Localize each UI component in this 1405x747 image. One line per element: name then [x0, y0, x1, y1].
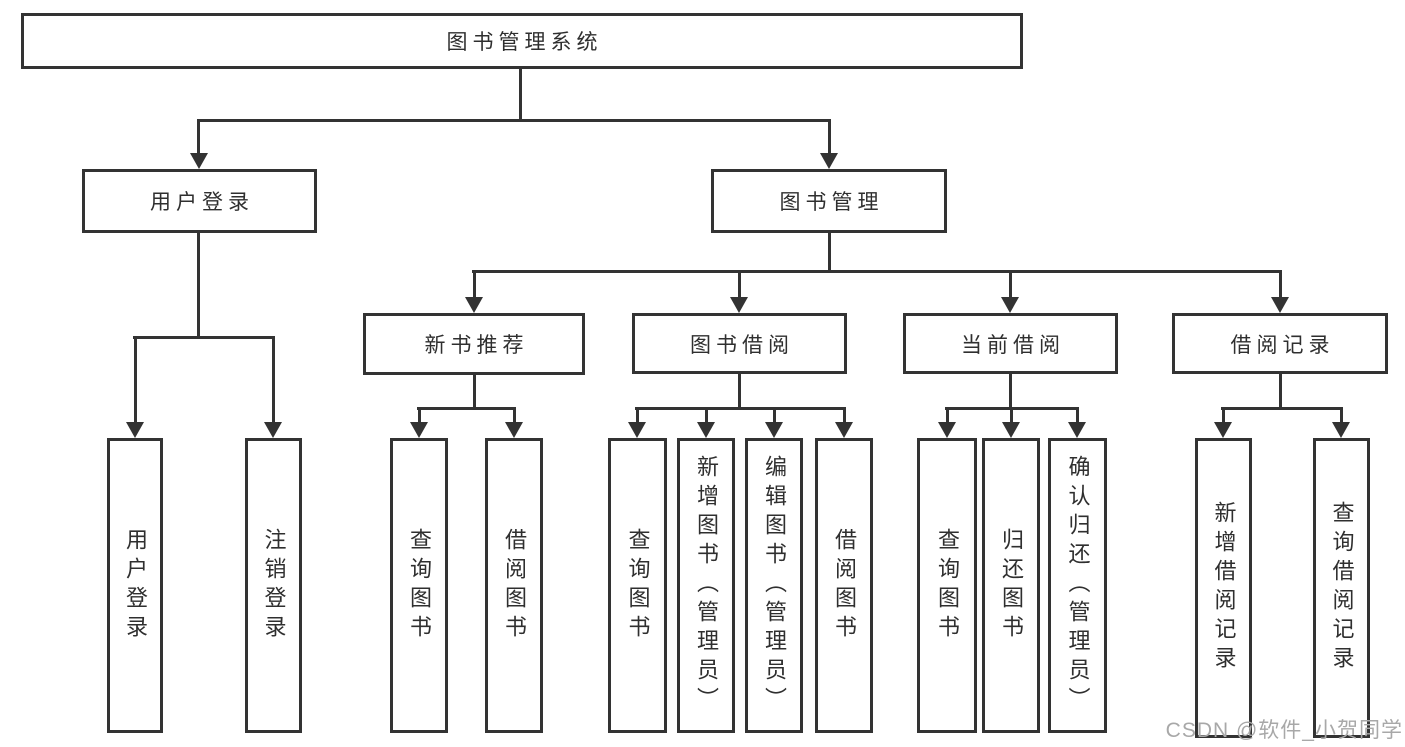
connector-line — [1221, 407, 1343, 410]
arrowhead-icon — [264, 422, 282, 438]
arrowhead-icon — [505, 422, 523, 438]
node-book-management: 图书管理 — [711, 169, 947, 233]
arrowhead-icon — [410, 422, 428, 438]
node-leaf-query-borrow-record: 查询借阅记录 — [1313, 438, 1370, 738]
node-new-book-recommendation: 新书推荐 — [363, 313, 585, 375]
connector-line — [417, 407, 516, 410]
node-leaf-borrow-book: 借阅图书 — [815, 438, 873, 733]
node-book-borrowing: 图书借阅 — [632, 313, 847, 374]
connector-line — [1009, 374, 1012, 409]
connector-line — [473, 270, 476, 297]
connector-line — [1279, 374, 1282, 409]
arrowhead-icon — [1271, 297, 1289, 313]
connector-line — [773, 407, 776, 422]
arrowhead-icon — [126, 422, 144, 438]
connector-line — [1279, 270, 1282, 297]
node-leaf-edit-book-admin: 编辑图书（管理员） — [745, 438, 803, 733]
connector-line — [1076, 407, 1079, 422]
node-leaf-return-book: 归还图书 — [982, 438, 1040, 733]
node-leaf-borrow-book-recommend: 借阅图书 — [485, 438, 543, 733]
connector-line — [134, 336, 137, 422]
connector-line — [197, 119, 200, 153]
connector-line — [1222, 407, 1225, 422]
node-library-management-system: 图书管理系统 — [21, 13, 1023, 69]
arrowhead-icon — [820, 153, 838, 169]
arrowhead-icon — [938, 422, 956, 438]
node-borrowing-records: 借阅记录 — [1172, 313, 1388, 374]
node-leaf-add-borrow-record: 新增借阅记录 — [1195, 438, 1252, 738]
connector-line — [828, 233, 831, 272]
connector-line — [519, 69, 522, 121]
connector-line — [197, 119, 831, 122]
arrowhead-icon — [1001, 297, 1019, 313]
arrowhead-icon — [628, 422, 646, 438]
node-user-login: 用户登录 — [82, 169, 317, 233]
connector-line — [418, 407, 421, 422]
arrowhead-icon — [730, 297, 748, 313]
node-leaf-query-books-borrow: 查询图书 — [608, 438, 667, 733]
arrowhead-icon — [1214, 422, 1232, 438]
connector-line — [513, 407, 516, 422]
connector-line — [946, 407, 949, 422]
connector-line — [197, 233, 200, 338]
node-leaf-user-login: 用户登录 — [107, 438, 163, 733]
connector-line — [843, 407, 846, 422]
node-leaf-confirm-return-admin: 确认归还（管理员） — [1048, 438, 1107, 733]
connector-line — [636, 407, 639, 422]
arrowhead-icon — [465, 297, 483, 313]
connector-line — [272, 336, 275, 422]
arrowhead-icon — [190, 153, 208, 169]
arrowhead-icon — [1068, 422, 1086, 438]
connector-line — [133, 336, 275, 339]
connector-line — [1340, 407, 1343, 422]
node-current-borrowing: 当前借阅 — [903, 313, 1118, 374]
arrowhead-icon — [1002, 422, 1020, 438]
connector-line — [472, 270, 1282, 273]
csdn-watermark: CSDN @软件_小贺同学 — [1165, 719, 1403, 742]
connector-line — [1009, 270, 1012, 297]
node-leaf-logout: 注销登录 — [245, 438, 302, 733]
connector-line — [705, 407, 708, 422]
connector-line — [473, 375, 476, 409]
arrowhead-icon — [697, 422, 715, 438]
connector-line — [1010, 407, 1013, 422]
node-leaf-add-book-admin: 新增图书（管理员） — [677, 438, 735, 733]
node-leaf-query-books-current: 查询图书 — [917, 438, 977, 733]
connector-line — [828, 119, 831, 153]
connector-line — [738, 270, 741, 297]
arrowhead-icon — [835, 422, 853, 438]
node-leaf-query-books-recommend: 查询图书 — [390, 438, 448, 733]
arrowhead-icon — [765, 422, 783, 438]
connector-line — [635, 407, 846, 410]
connector-line — [738, 374, 741, 409]
arrowhead-icon — [1332, 422, 1350, 438]
